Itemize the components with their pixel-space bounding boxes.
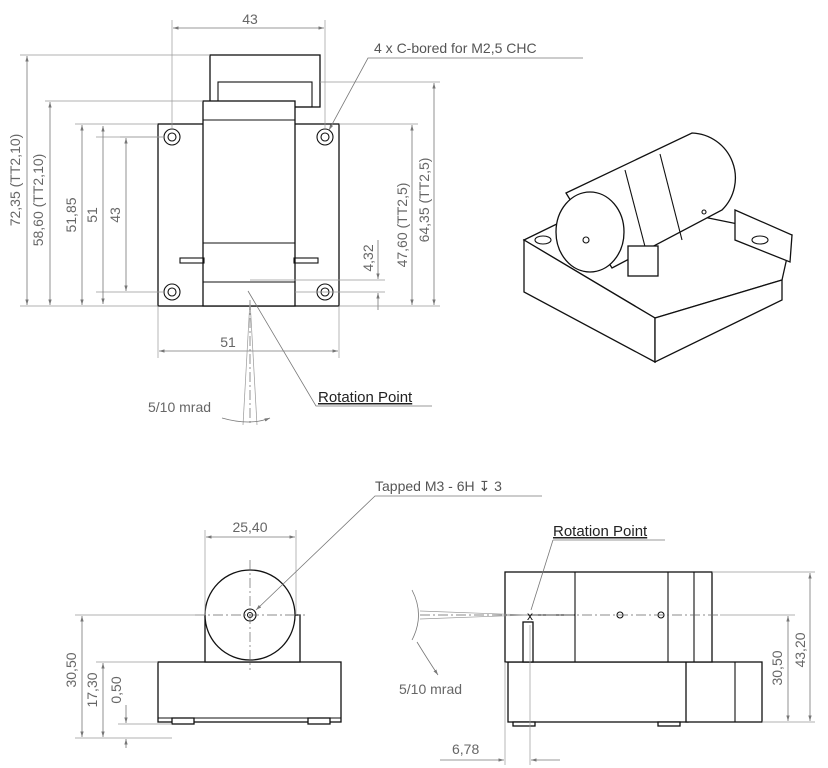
counterbore-hole [316, 128, 334, 146]
dim-43-vertical: 43 [107, 207, 123, 223]
top-mrad-label: 5/10 mrad [148, 399, 211, 415]
dim-47-60: 47,60 (TT2,5) [394, 183, 410, 268]
dim-0-50: 0,50 [108, 676, 124, 703]
dim-51-85: 51,85 [63, 197, 79, 232]
dim-25-40: 25,40 [232, 519, 267, 535]
dim-17-30: 17,30 [84, 672, 100, 707]
holes-callout: 4 x C-bored for M2,5 CHC [374, 40, 537, 56]
side-view-motor [504, 571, 713, 663]
dim-4-32: 4,32 [360, 244, 376, 271]
side-view-base [507, 661, 689, 723]
front-view: 25,40 Tapped M3 - 6H ↧ 3 30,50 17,30 0,5… [63, 478, 542, 748]
front-view-base [157, 661, 342, 723]
dim-72-35: 72,35 (TT2,10) [7, 134, 23, 227]
isometric-view [522, 132, 793, 364]
dim-30-50-front: 30,50 [63, 652, 79, 687]
dim-51-bottom: 51 [220, 334, 236, 350]
dim-51-vertical: 51 [84, 207, 100, 223]
tapped-callout: Tapped M3 - 6H ↧ 3 [375, 478, 502, 494]
dim-30-50-side: 30,50 [769, 650, 785, 685]
dim-58-60: 58,60 (TT2,10) [30, 154, 46, 247]
side-rotation-point-label: Rotation Point [553, 523, 648, 540]
top-view: 43 51 72,35 (TT2,10) 58,60 (TT2,10) 51,8… [7, 11, 583, 426]
dim-43-20: 43,20 [792, 632, 808, 667]
side-mrad-label: 5/10 mrad [399, 681, 462, 697]
dim-43-top: 43 [242, 11, 258, 27]
side-view: Rotation Point x 5/10 mrad 30,50 43,20 6… [399, 523, 815, 765]
top-view-motor-body [202, 100, 296, 307]
iso-base-side [654, 279, 783, 364]
top-rotation-point-label: Rotation Point [318, 389, 413, 406]
dim-6-78: 6,78 [452, 741, 479, 757]
iso-motor-face [555, 191, 625, 273]
svg-text:x: x [527, 609, 533, 623]
top-view-motor-back [209, 54, 321, 108]
dim-64-35: 64,35 (TT2,5) [416, 158, 432, 243]
